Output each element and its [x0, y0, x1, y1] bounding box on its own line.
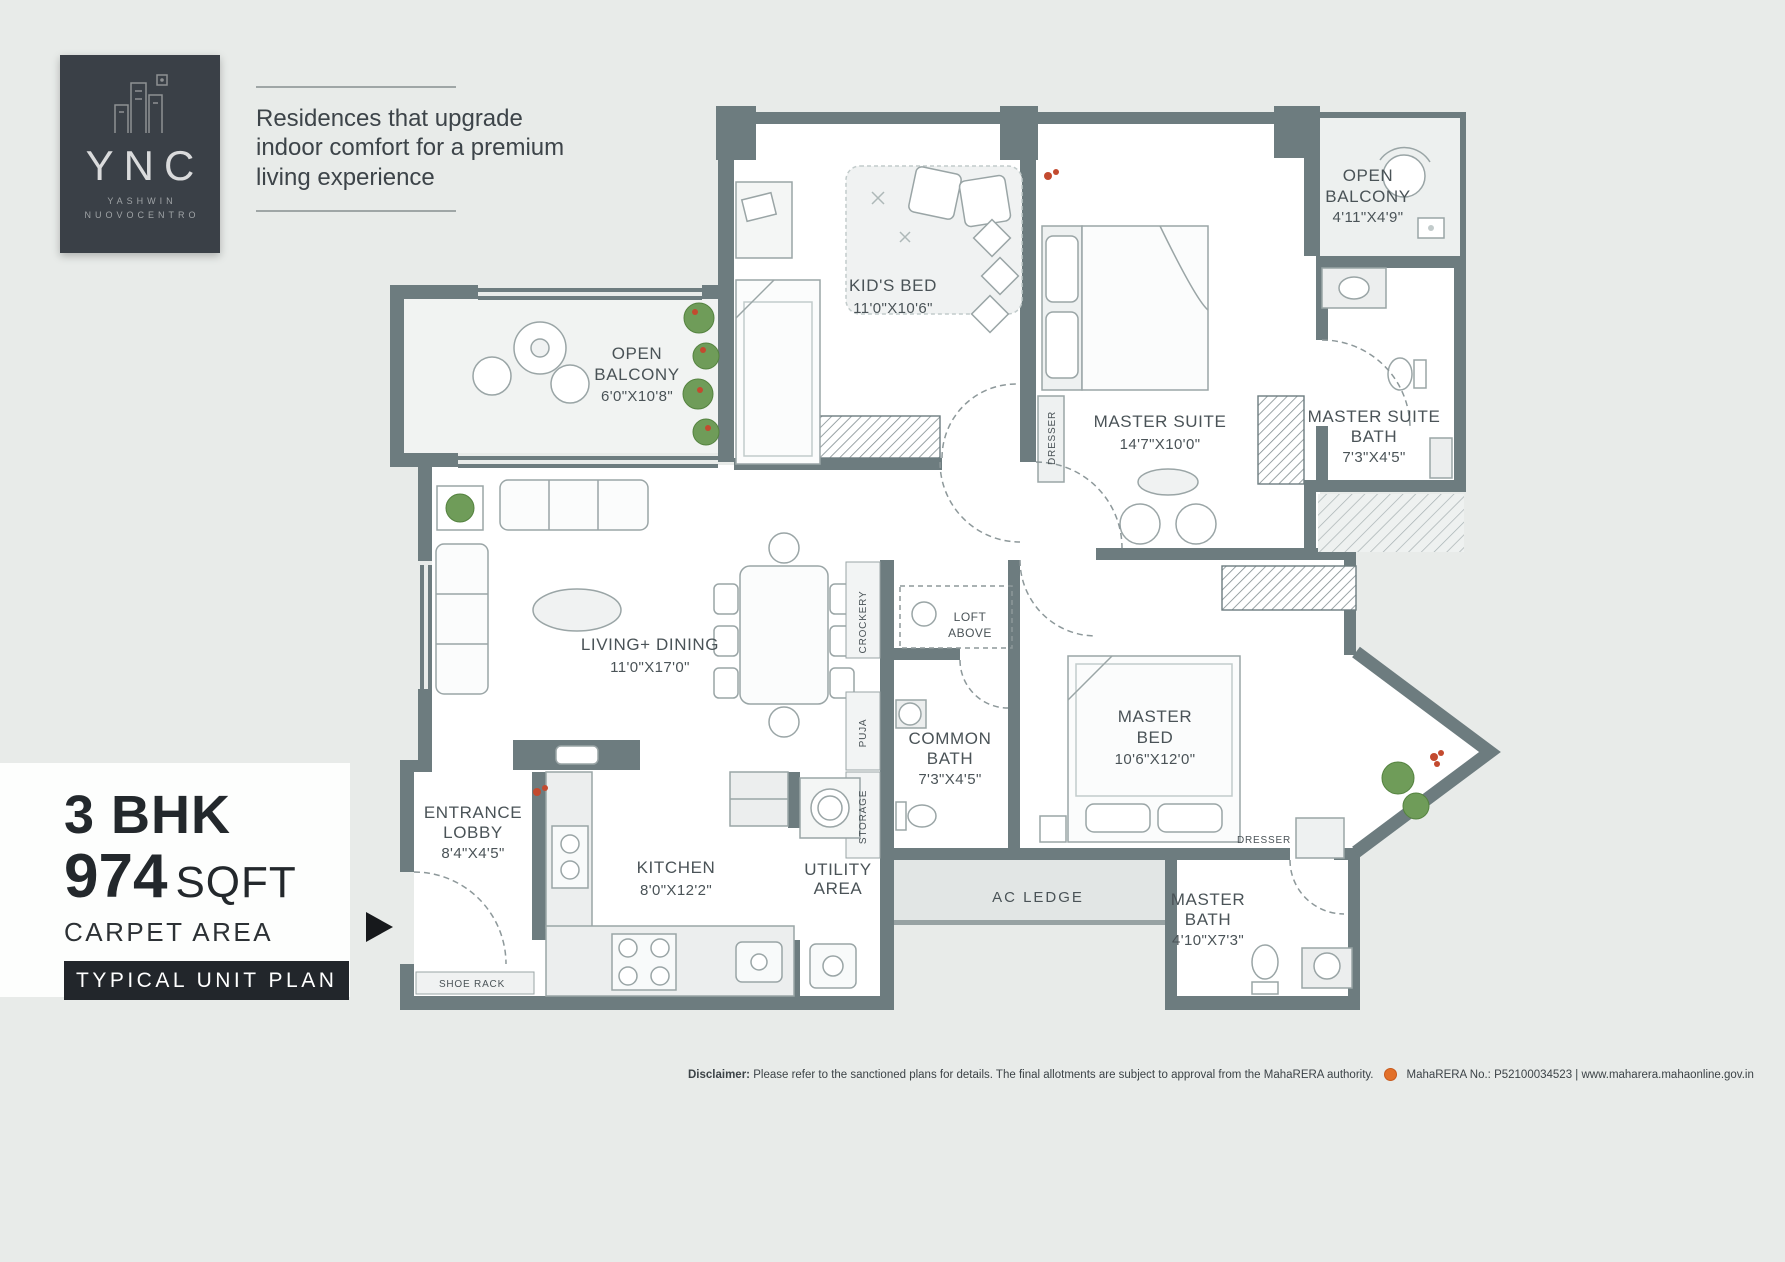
label-entrance-1: ENTRANCE	[424, 803, 522, 822]
living-dining-furniture	[435, 479, 855, 765]
label-master-bath-dims: 4'10"X7'3"	[1172, 932, 1244, 949]
label-ms-bath-dims: 7'3"X4'5"	[1342, 449, 1405, 466]
building-icon	[114, 74, 168, 133]
kids-bedroom-furniture	[735, 165, 1023, 465]
disclaimer-body: Please refer to the sanctioned plans for…	[753, 1068, 1374, 1081]
logo-acronym: YNC	[85, 142, 205, 189]
label-master-suite-dims: 14'7"X10'0"	[1120, 436, 1201, 453]
label-master-bath-1: MASTER	[1171, 890, 1245, 909]
entrance-pointer-icon	[366, 912, 393, 942]
brand-logo: YNC YASHWIN NUOVOCENTRO	[60, 55, 220, 253]
tagline-block: Residences that upgrade indoor comfort f…	[256, 86, 588, 212]
label-living-dining-dims: 11'0"X17'0"	[610, 659, 690, 676]
label-kitchen-dims: 8'0"X12'2"	[640, 882, 712, 899]
label-balcony-top-2: BALCONY	[1325, 187, 1410, 206]
void-hatch	[1318, 494, 1464, 552]
kitchen-furniture	[545, 771, 795, 997]
label-utility-1: UTILITY	[804, 860, 872, 879]
master-bath-fixtures	[1251, 944, 1353, 995]
label-master-suite: MASTER SUITE	[1094, 412, 1227, 431]
rera-text: MahaRERA No.: P52100034523 | www.maharer…	[1406, 1068, 1754, 1081]
label-master-bed-dims: 10'6"X12'0"	[1115, 751, 1196, 768]
common-bath-fixtures	[895, 699, 937, 831]
label-ac-ledge: AC LEDGE	[992, 889, 1084, 906]
label-crockery: CROCKERY	[858, 591, 869, 654]
unit-area-unit: SQFT	[175, 857, 297, 907]
utility-furniture	[799, 777, 861, 989]
tagline-text: Residences that upgrade indoor comfort f…	[256, 105, 565, 191]
plan-type-badge: TYPICAL UNIT PLAN	[64, 960, 350, 1000]
unit-type: 3 BHK	[64, 785, 232, 845]
unit-area-type: CARPET AREA	[64, 916, 274, 947]
label-balcony-top-dims: 4'11"X4'9"	[1333, 209, 1404, 226]
maharera-icon	[1383, 1068, 1397, 1081]
master-suite-furniture	[1037, 225, 1217, 545]
label-shoe-rack: SHOE RACK	[439, 979, 505, 990]
plants	[445, 169, 1444, 820]
label-living-dining: LIVING+ DINING	[581, 635, 719, 654]
balcony-top-furniture	[1379, 146, 1445, 239]
master-bed-wardrobe	[1221, 565, 1357, 611]
label-dresser-bed: DRESSER	[1237, 835, 1291, 846]
label-entrance-dims: 8'4"X4'5"	[441, 845, 504, 862]
label-common-bath-1: COMMON	[909, 729, 992, 748]
label-balcony-left-2: BALCONY	[594, 365, 679, 384]
entrance-furniture	[415, 971, 535, 995]
label-balcony-left-1: OPEN	[612, 344, 663, 363]
wash-area	[899, 585, 1013, 649]
label-master-bath-2: BATH	[1185, 910, 1231, 929]
footer: Disclaimer: Please refer to the sanction…	[688, 1068, 1754, 1081]
label-kitchen: KITCHEN	[637, 858, 716, 877]
tagline-rule-top	[256, 86, 456, 88]
label-entrance-2: LOBBY	[443, 823, 503, 842]
disclaimer-label: Disclaimer:	[688, 1068, 751, 1081]
master-suite-bath-fixtures	[1321, 267, 1453, 479]
label-ms-bath-2: BATH	[1351, 427, 1397, 446]
logo-sub-line2: NUOVOCENTRO	[84, 210, 200, 220]
label-ms-bath-1: MASTER SUITE	[1308, 407, 1441, 426]
label-dresser-suite: DRESSER	[1047, 411, 1058, 465]
label-common-bath-dims: 7'3"X4'5"	[918, 771, 981, 788]
master-suite-wardrobe	[1257, 395, 1305, 485]
label-master-bed-1: MASTER	[1118, 707, 1192, 726]
disclaimer-text: Disclaimer: Please refer to the sanction…	[688, 1069, 1374, 1081]
wardrobes-hatched	[817, 395, 1464, 611]
door-swings	[413, 339, 1411, 965]
label-kids-bed: KID'S BED	[849, 276, 937, 295]
label-loft-2: ABOVE	[948, 626, 992, 640]
tagline-rule-bottom	[256, 209, 456, 212]
label-utility-2: AREA	[814, 879, 863, 898]
label-kids-bed-dims: 11'0"X10'6"	[853, 300, 933, 317]
unit-area-value: 974	[64, 841, 168, 911]
logo-sub-line1: YASHWIN	[107, 196, 177, 206]
balcony-left-furniture	[472, 321, 590, 404]
label-storage: STORAGE	[858, 790, 869, 844]
master-bed-furniture	[1039, 655, 1345, 859]
label-balcony-top-1: OPEN	[1343, 166, 1394, 185]
kids-wardrobe	[817, 415, 941, 459]
label-master-bed-2: BED	[1137, 728, 1174, 747]
label-loft-1: LOFT	[954, 610, 987, 624]
label-common-bath-2: BATH	[927, 749, 973, 768]
niche-units	[845, 561, 881, 859]
label-balcony-left-dims: 6'0"X10'8"	[601, 388, 673, 405]
label-puja: PUJA	[858, 719, 869, 748]
